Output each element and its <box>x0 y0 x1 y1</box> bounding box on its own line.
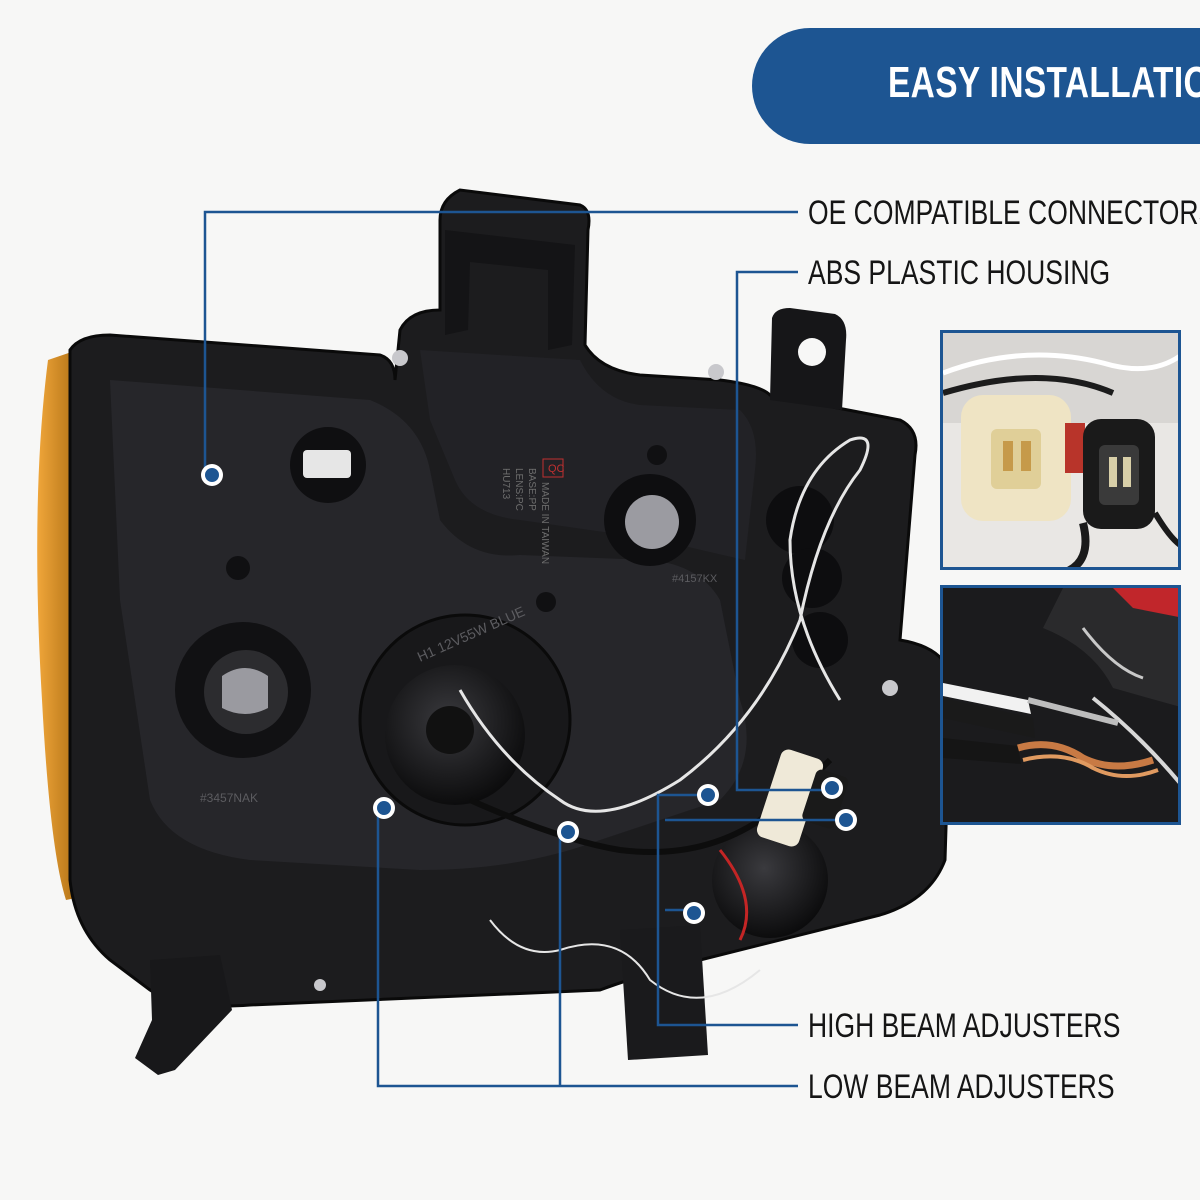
port-cover <box>222 668 268 714</box>
callout-high-beam-adjusters: HIGH BEAM ADJUSTERS <box>808 1007 1121 1045</box>
beige-connector <box>756 749 824 847</box>
bottom-center-bracket <box>620 925 708 1060</box>
spec-line-1: HU713 <box>500 468 511 500</box>
connector-closeup-illustration <box>943 333 1178 567</box>
spec-line-2: LENS:PC <box>513 468 524 511</box>
callout-dot <box>687 906 701 920</box>
banner-title: EASY INSTALLATION <box>888 58 1200 107</box>
bolt <box>708 364 724 380</box>
callout-oe-connectors: OE COMPATIBLE CONNECTORS <box>808 194 1200 232</box>
title-banner <box>752 28 1200 144</box>
callout-dot <box>839 813 853 827</box>
mold-code-left: #3457NAK <box>200 791 258 805</box>
signal-port-1 <box>766 486 834 554</box>
wire-closeup-illustration <box>943 588 1178 822</box>
bolt <box>314 979 326 991</box>
red-wire <box>718 849 749 941</box>
spec-line-4: MADE IN TAIWAN <box>539 482 550 564</box>
inset-connector-closeup <box>940 330 1181 570</box>
spec-line-3: BASE:PP <box>526 468 537 511</box>
bolt <box>882 680 898 696</box>
mold-code-right: #4157KX <box>672 573 718 585</box>
callout-dots <box>201 464 857 924</box>
inset-wire-closeup <box>940 585 1181 825</box>
thin-wire <box>489 919 761 999</box>
callout-dot <box>377 801 391 815</box>
callout-dot <box>561 825 575 839</box>
mount-hole <box>798 338 826 366</box>
callout-abs-housing: ABS PLASTIC HOUSING <box>808 254 1111 292</box>
callout-dot <box>701 788 715 802</box>
white-wire <box>458 436 870 813</box>
high-beam-dust-cap <box>712 822 828 938</box>
callout-dot <box>205 468 219 482</box>
top-mount-bracket <box>445 230 575 350</box>
callout-dot <box>825 781 839 795</box>
bottom-left-bracket <box>135 955 232 1075</box>
callout-low-beam-adjusters: LOW BEAM ADJUSTERS <box>808 1068 1115 1106</box>
qc-label: QC <box>548 463 565 475</box>
bolt <box>392 350 408 366</box>
